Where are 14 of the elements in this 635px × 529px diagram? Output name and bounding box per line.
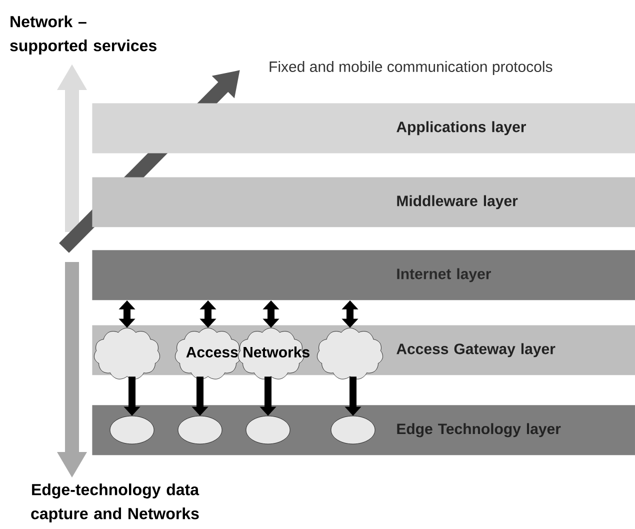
ellipse-shape — [178, 416, 222, 444]
cloud-shape — [317, 328, 383, 380]
arrow-label: Fixed and mobile communication protocols — [270, 61, 552, 75]
cloud-shape — [175, 328, 241, 380]
ellipse-shape — [246, 416, 290, 444]
side-label: Edge-technology data capture and Networks — [31, 484, 200, 522]
cloud-shape — [94, 328, 160, 380]
cloud-label: Access Networks — [186, 346, 310, 358]
layer-band: Middleware layer — [92, 177, 635, 228]
side-label: Network – supported services — [10, 16, 156, 54]
layer-band: Applications layer — [92, 103, 635, 154]
ellipse-shape — [110, 416, 154, 444]
ellipse-shape — [330, 416, 376, 444]
layer-band: Internet layer — [92, 250, 635, 300]
